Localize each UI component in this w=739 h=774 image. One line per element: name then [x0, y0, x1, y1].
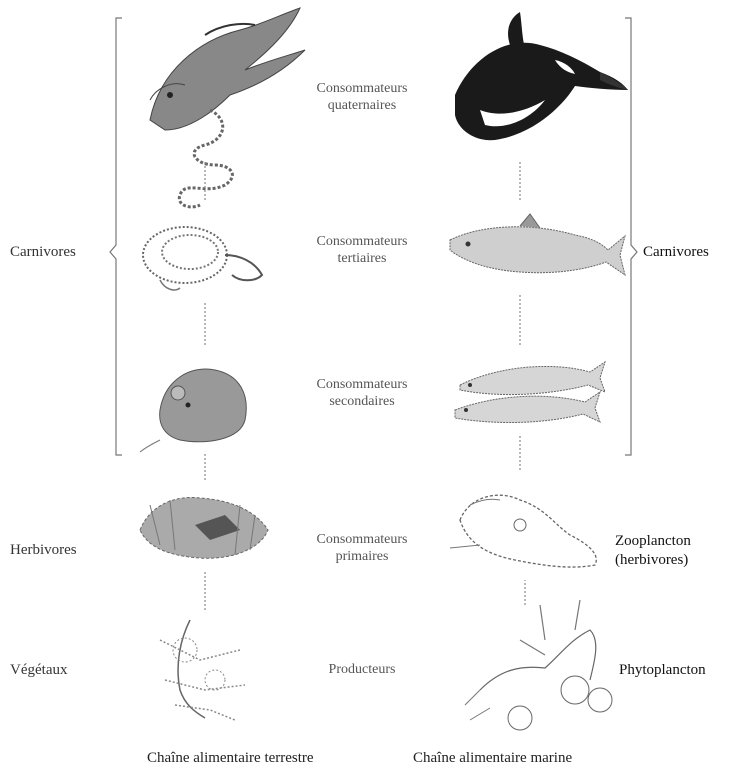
level-secondaires-line2: secondaires: [287, 393, 437, 410]
level-quaternaires: Consommateurs quaternaires: [287, 80, 437, 114]
level-primaires-line2: primaires: [287, 548, 437, 565]
right-bracket: [625, 18, 637, 455]
left-label-carnivores: Carnivores: [10, 243, 76, 261]
right-label-zooplancton-line1: Zooplancton: [615, 533, 691, 549]
level-tertiaires-line2: tertiaires: [287, 250, 437, 267]
left-bracket: [110, 18, 122, 455]
grasshopper-grass-icon: [140, 497, 268, 558]
mouse-icon: [140, 369, 246, 452]
level-secondaires-line1: Consommateurs: [287, 376, 437, 393]
eagle-icon: [150, 8, 305, 130]
caption-terrestrial: Chaîne alimentaire terrestre: [147, 750, 314, 767]
left-label-herbivores: Herbivores: [10, 541, 77, 559]
level-producteurs-line1: Producteurs: [287, 661, 437, 678]
orca-icon: [455, 12, 628, 140]
level-primaires-line1: Consommateurs: [287, 531, 437, 548]
tuna-icon: [450, 214, 625, 275]
phytoplankton-icon: [465, 600, 612, 730]
rattlesnake-icon: [143, 227, 262, 290]
level-producteurs: Producteurs: [287, 661, 437, 678]
right-label-carnivores: Carnivores: [643, 243, 709, 261]
level-quaternaires-line1: Consommateurs: [287, 80, 437, 97]
level-quaternaires-line2: quaternaires: [287, 97, 437, 114]
level-primaires: Consommateurs primaires: [287, 531, 437, 565]
plant-icon: [160, 620, 245, 720]
right-label-zooplancton: Zooplancton (herbivores): [615, 532, 691, 570]
level-tertiaires: Consommateurs tertiaires: [287, 233, 437, 267]
left-label-vegetaux: Végétaux: [10, 661, 67, 679]
level-tertiaires-line1: Consommateurs: [287, 233, 437, 250]
zooplankton-icon: [450, 495, 596, 567]
level-secondaires: Consommateurs secondaires: [287, 376, 437, 410]
small-fish-icon: [455, 362, 605, 423]
caption-marine: Chaîne alimentaire marine: [413, 750, 572, 767]
right-label-zooplancton-line2: (herbivores): [615, 552, 688, 568]
right-label-phytoplancton: Phytoplancton: [619, 661, 706, 679]
